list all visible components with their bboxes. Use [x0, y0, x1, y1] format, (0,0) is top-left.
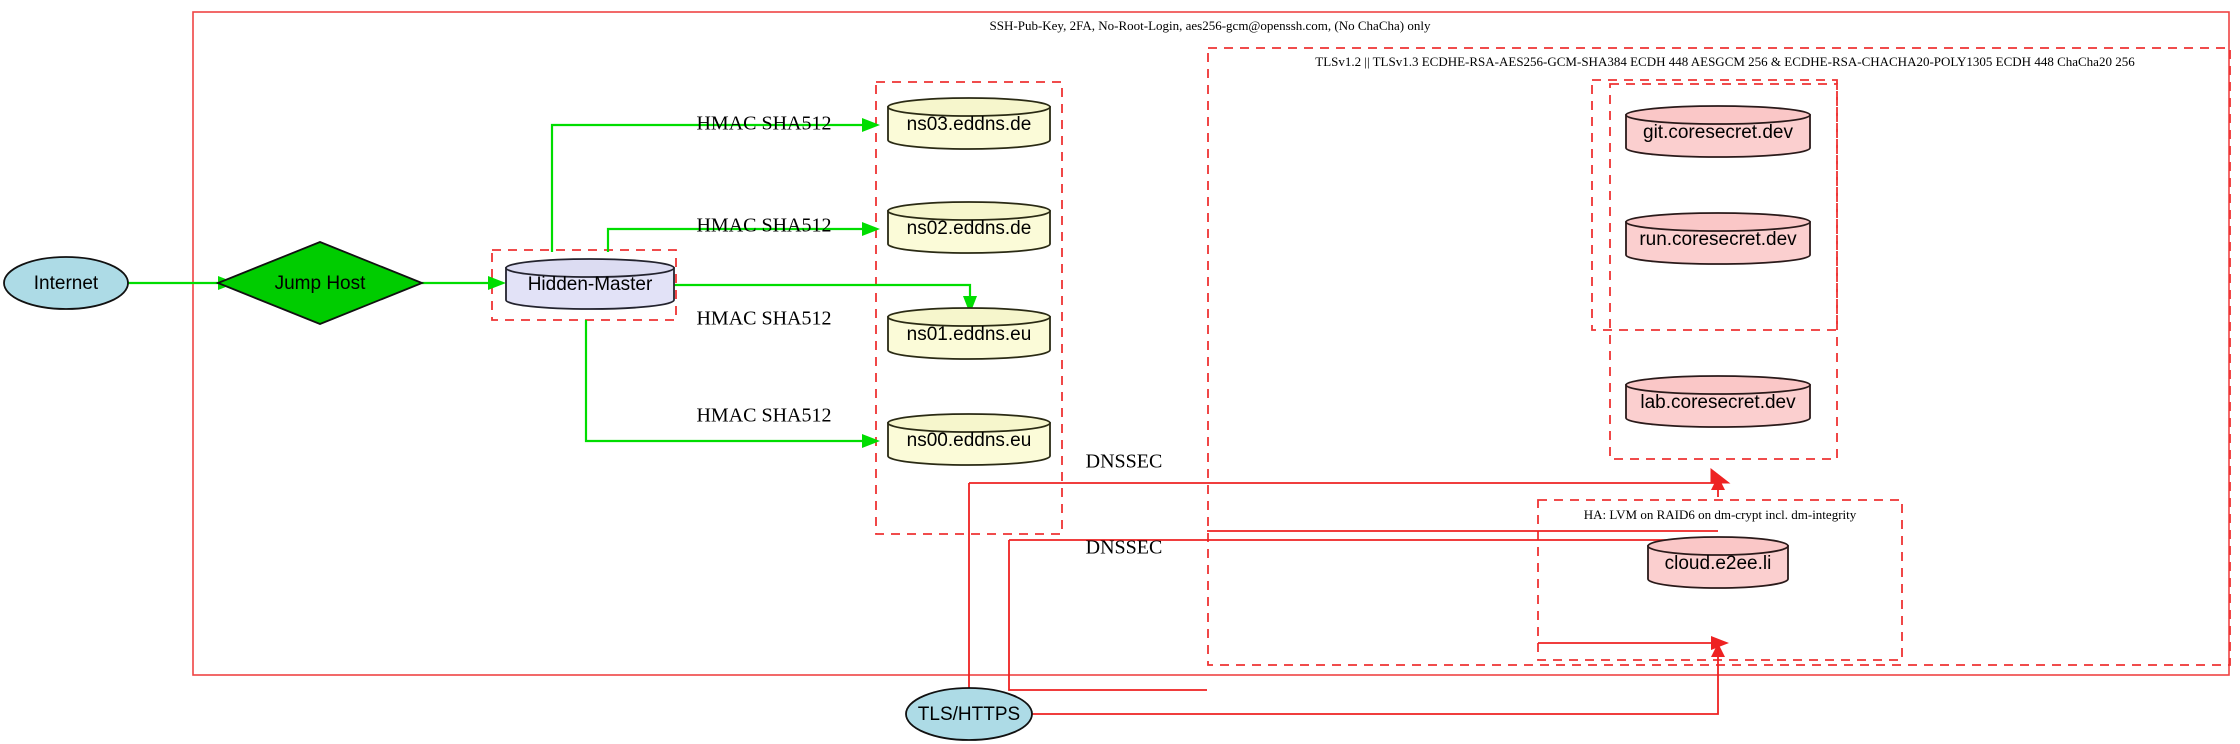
- tls-https-ellipse: [905, 687, 1033, 741]
- git-body: [1625, 114, 1811, 158]
- arrowhead-jumphost-master: [488, 276, 506, 290]
- arrowhead-dnssec-upper-tip: [1711, 476, 1725, 490]
- lab-label: lab.coresecret.dev: [1640, 392, 1796, 413]
- edge-label-dnssec-upper: DNSSEC: [1086, 451, 1163, 473]
- ns03-body: [887, 106, 1051, 150]
- internet-label: Internet: [34, 273, 99, 294]
- run-top: [1625, 212, 1811, 232]
- hidden-master-body: [505, 267, 675, 310]
- ns01-top: [887, 307, 1051, 327]
- edge-label-hmac-ns01: HMAC SHA512: [696, 308, 831, 330]
- cluster-tls: [1207, 47, 2231, 666]
- cluster-ha: [1537, 499, 1903, 661]
- edge-label-hmac-ns02: HMAC SHA512: [696, 215, 831, 237]
- arrowhead-master-ns03: [862, 118, 880, 132]
- edge-label-hmac-ns00: HMAC SHA512: [696, 405, 831, 427]
- edge-label-hmac-ns03: HMAC SHA512: [696, 113, 831, 135]
- node-ns03[interactable]: ns03.eddns.de: [887, 97, 1051, 150]
- lab-body: [1625, 384, 1811, 428]
- arrowhead-master-ns01: [963, 296, 977, 314]
- ns01-body: [887, 316, 1051, 360]
- git-top: [1625, 105, 1811, 125]
- edge-master-to-ns01: [672, 283, 972, 296]
- edge-master-to-ns00: [584, 320, 862, 443]
- arrowhead-tls-cloud: [1711, 643, 1725, 657]
- edge-master-to-ns02: [606, 227, 862, 252]
- hidden-master-label: Hidden-Master: [528, 274, 653, 295]
- cluster-ssh-outer: [192, 11, 2230, 676]
- ns03-top: [887, 97, 1051, 117]
- node-git-coresecret[interactable]: git.coresecret.dev: [1625, 105, 1811, 158]
- hidden-master-top: [505, 258, 675, 278]
- ns01-label: ns01.eddns.eu: [907, 324, 1032, 345]
- ns02-top: [887, 201, 1051, 221]
- cloud-label: cloud.e2ee.li: [1665, 553, 1772, 574]
- node-ns01[interactable]: ns01.eddns.eu: [887, 307, 1051, 360]
- cloud-top: [1647, 536, 1789, 556]
- node-ns02[interactable]: ns02.eddns.de: [887, 201, 1051, 254]
- cluster-coresecret: [1591, 79, 1838, 331]
- lab-top: [1625, 375, 1811, 395]
- node-lab-coresecret[interactable]: lab.coresecret.dev: [1625, 375, 1811, 428]
- ns03-label: ns03.eddns.de: [907, 114, 1032, 135]
- internet-ellipse: [3, 256, 129, 310]
- cluster-coresecret-inner: [1609, 83, 1838, 460]
- ns02-label: ns02.eddns.de: [907, 218, 1032, 239]
- arrowhead-tls-cloud-branch: [1711, 636, 1729, 650]
- node-ns00[interactable]: ns00.eddns.eu: [887, 413, 1051, 466]
- node-cloud-e2ee[interactable]: cloud.e2ee.li: [1647, 536, 1789, 589]
- node-tls-https[interactable]: TLS/HTTPS: [905, 687, 1033, 741]
- edge-label-dnssec-lower: DNSSEC: [1086, 537, 1163, 559]
- arrowhead-master-ns00: [862, 434, 880, 448]
- node-run-coresecret[interactable]: run.coresecret.dev: [1625, 212, 1811, 265]
- ns00-body: [887, 422, 1051, 466]
- edge-dnssec-lower-link: [1008, 540, 1207, 691]
- node-internet[interactable]: Internet: [3, 256, 129, 310]
- edge-master-to-ns03: [550, 123, 862, 252]
- cloud-body: [1647, 545, 1789, 589]
- arrowhead-master-ns02: [862, 222, 880, 236]
- node-hidden-master[interactable]: Hidden-Master: [505, 258, 675, 310]
- cluster-ssh-label: SSH-Pub-Key, 2FA, No-Root-Login, aes256-…: [990, 18, 1431, 33]
- run-label: run.coresecret.dev: [1639, 229, 1797, 250]
- ns02-body: [887, 210, 1051, 254]
- git-label: git.coresecret.dev: [1643, 122, 1793, 143]
- edge-tls-to-cloud: [1032, 650, 1719, 715]
- tls-https-label: TLS/HTTPS: [918, 704, 1020, 725]
- run-body: [1625, 221, 1811, 265]
- ns00-top: [887, 413, 1051, 433]
- jump-host-diamond: [215, 241, 425, 325]
- ns00-label: ns00.eddns.eu: [907, 430, 1032, 451]
- cluster-ha-label: HA: LVM on RAID6 on dm-crypt incl. dm-in…: [1584, 507, 1857, 522]
- jump-host-label: Jump Host: [275, 273, 367, 294]
- cluster-tls-label: TLSv1.2 || TLSv1.3 ECDHE-RSA-AES256-GCM-…: [1315, 54, 2135, 69]
- node-jump-host[interactable]: Jump Host: [215, 241, 425, 325]
